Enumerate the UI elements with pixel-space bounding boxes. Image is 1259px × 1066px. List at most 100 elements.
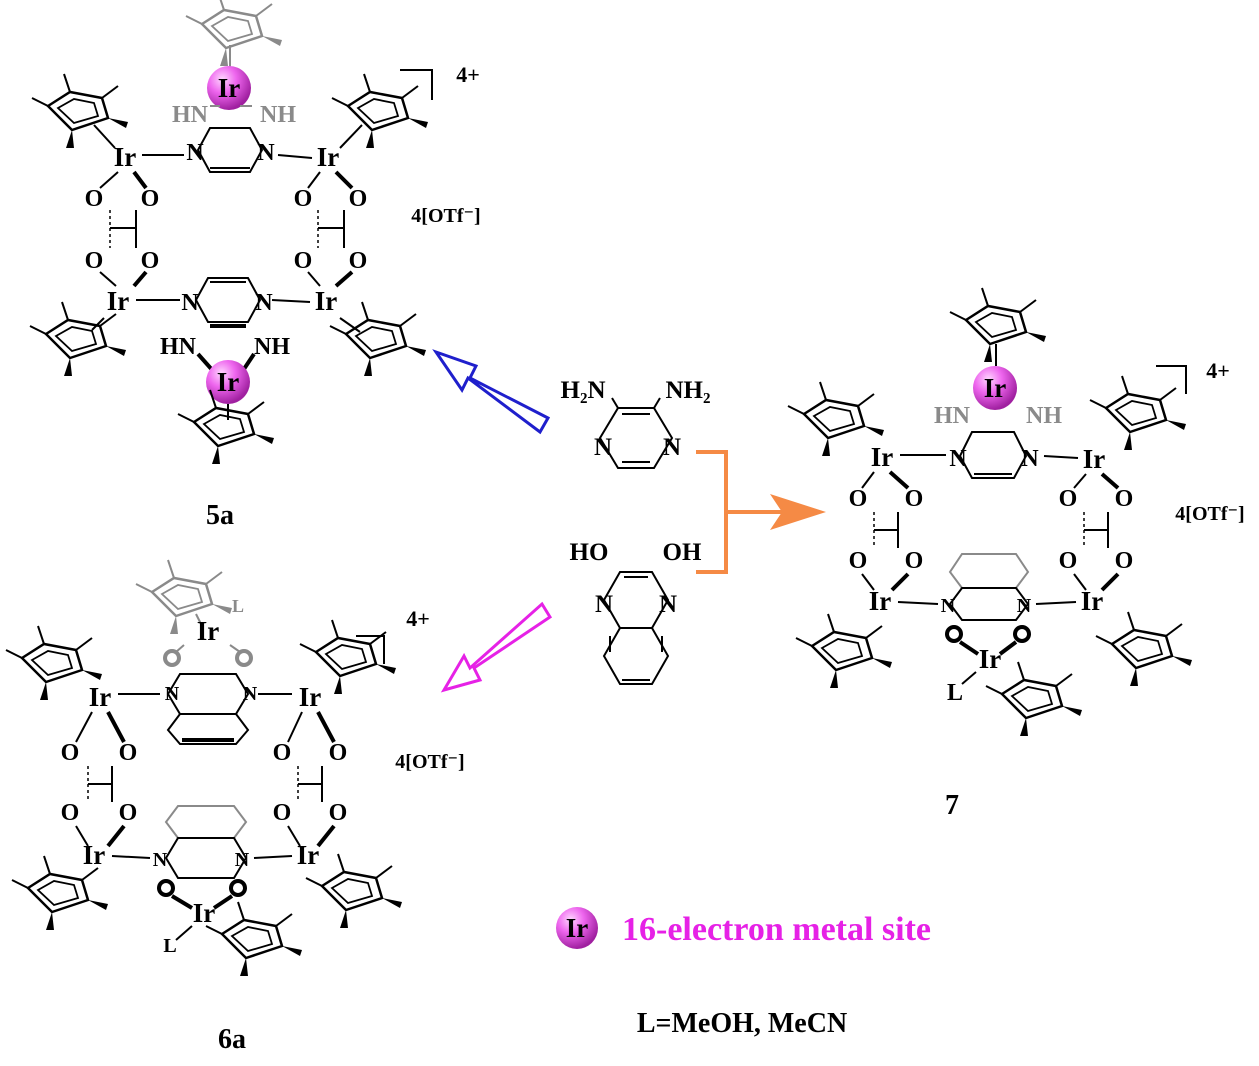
- iridium-sphere-icon: [206, 360, 250, 404]
- atom-o: O: [294, 186, 313, 212]
- compound-label: 6a: [218, 1024, 246, 1055]
- atom-o: O: [905, 486, 924, 512]
- atom-n: N: [595, 591, 613, 618]
- counterion-label: 4[OTf⁻]: [411, 205, 480, 227]
- cp-star-icon: [328, 300, 428, 378]
- atom-ir: Ir: [317, 142, 340, 172]
- atom-ir: Ir: [979, 644, 1002, 674]
- atom-o: O: [119, 740, 138, 766]
- atom-n: N: [181, 290, 199, 316]
- cp-star-icon: [786, 380, 886, 458]
- atom-ir: Ir: [1081, 586, 1104, 616]
- atom-o: O: [85, 248, 104, 274]
- atom-ir: Ir: [984, 373, 1007, 403]
- atom-n: N: [153, 849, 168, 871]
- compound-5a: Ir HN NH N N Ir Ir O O O O O O O O: [28, 0, 481, 531]
- atom-l: L: [232, 596, 244, 616]
- charge-label: 4+: [406, 606, 430, 631]
- ligand-note: L=MeOH, MeCN: [637, 1008, 847, 1039]
- atom-n: N: [1017, 595, 1032, 617]
- cp-star-icon: [30, 72, 130, 150]
- atom-o: O: [294, 248, 313, 274]
- reagent-diaminopyrazine: H₂N NH₂ N N: [561, 377, 711, 469]
- charge-label: 4+: [456, 62, 480, 87]
- atom-o: O: [849, 486, 868, 512]
- atom-n: N: [1021, 446, 1039, 472]
- atom-o: O: [329, 740, 348, 766]
- cp-star-icon: [1094, 610, 1194, 688]
- atom-ir: Ir: [218, 73, 241, 103]
- atom-nh: NH: [260, 102, 296, 128]
- compound-7: Ir HN NH N N Ir Ir O O O O O O O O: [786, 286, 1245, 821]
- atom-ir: Ir: [217, 367, 240, 397]
- atom-o: O: [141, 248, 160, 274]
- cp-star-icon: [330, 72, 430, 150]
- amine-left: H₂N: [561, 377, 606, 404]
- atom-ir: Ir: [297, 840, 320, 870]
- atom-nh: NH: [1026, 403, 1062, 429]
- cp-star-icon: [184, 0, 284, 68]
- atom-ir: Ir: [299, 682, 322, 712]
- atom-n: N: [949, 446, 967, 472]
- atom-n: N: [659, 591, 677, 618]
- atom-o: O: [1115, 486, 1134, 512]
- atom-n: N: [235, 849, 250, 871]
- atom-ir: Ir: [315, 286, 338, 316]
- atom-ir: Ir: [107, 286, 130, 316]
- counterion-label: 4[OTf⁻]: [1175, 503, 1244, 525]
- hydroxyl-right: OH: [663, 539, 702, 566]
- atom-o: O: [349, 186, 368, 212]
- atom-hn: HN: [934, 403, 971, 429]
- atom-o: O: [1059, 548, 1078, 574]
- atom-o: O: [849, 548, 868, 574]
- atom-o: O: [61, 800, 80, 826]
- cp-star-icon: [1088, 374, 1188, 452]
- arrow-to-5a: [432, 349, 551, 435]
- counterion-label: 4[OTf⁻]: [395, 751, 464, 773]
- atom-ir: Ir: [193, 898, 216, 928]
- iridium-sphere-icon: [973, 366, 1017, 410]
- arrow-to-7: [696, 450, 826, 574]
- atom-o: O: [1115, 548, 1134, 574]
- charge-label: 4+: [1206, 358, 1230, 383]
- atom-n: N: [663, 434, 681, 461]
- iridium-sphere-icon: [556, 907, 598, 949]
- iridium-sphere-icon: [207, 66, 251, 110]
- atom-o: O: [85, 186, 104, 212]
- atom-o: O: [273, 740, 292, 766]
- compound-6a: Ir L N N Ir Ir O O O O O O O O: [4, 558, 465, 1055]
- legend: Ir 16-electron metal site L=MeOH, MeCN: [556, 907, 931, 1039]
- atom-o: O: [273, 800, 292, 826]
- cp-star-icon: [204, 900, 304, 978]
- atom-hn: HN: [172, 102, 209, 128]
- atom-ir: Ir: [197, 616, 220, 646]
- cp-star-icon: [948, 286, 1048, 364]
- atom-ir: Ir: [871, 442, 894, 472]
- atom-o: O: [329, 800, 348, 826]
- atom-ir: Ir: [869, 586, 892, 616]
- atom-o: O: [1059, 486, 1078, 512]
- atom-o: O: [905, 548, 924, 574]
- atom-n: N: [941, 595, 956, 617]
- atom-n: N: [257, 140, 275, 166]
- hydroxyl-left: HO: [570, 539, 609, 566]
- atom-n: N: [243, 683, 258, 705]
- atom-l: L: [163, 935, 176, 957]
- atom-n: N: [165, 683, 180, 705]
- cp-star-icon: [4, 624, 104, 702]
- amine-right: NH₂: [666, 377, 711, 404]
- atom-hn: HN: [160, 334, 197, 360]
- atom-n: N: [186, 140, 204, 166]
- legend-symbol: Ir: [566, 913, 589, 943]
- atom-o: O: [141, 186, 160, 212]
- legend-text: 16-electron metal site: [622, 911, 931, 948]
- arrow-to-6a: [440, 601, 553, 693]
- cp-star-icon: [794, 612, 894, 690]
- atom-nh: NH: [254, 334, 290, 360]
- atom-n: N: [594, 434, 612, 461]
- atom-ir: Ir: [83, 840, 106, 870]
- cp-star-icon: [304, 852, 404, 930]
- atom-o: O: [61, 740, 80, 766]
- compound-label: 7: [945, 790, 959, 821]
